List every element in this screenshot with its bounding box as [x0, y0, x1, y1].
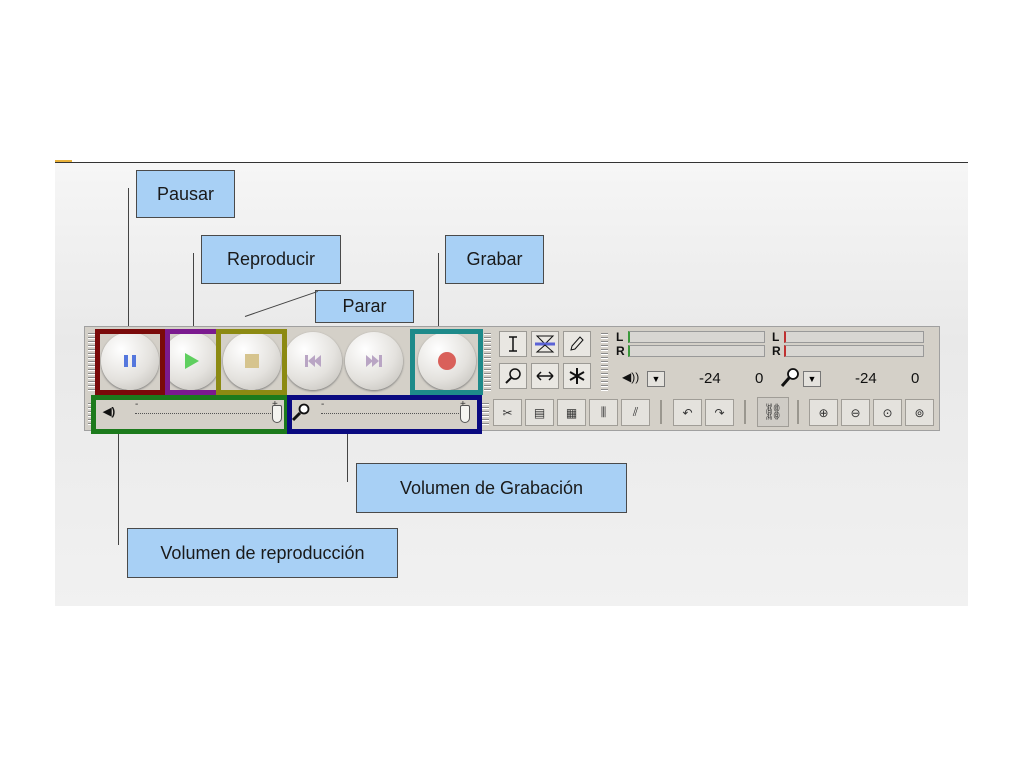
pause-button[interactable] — [101, 332, 159, 390]
play-icon — [185, 353, 199, 369]
mixer-grip[interactable] — [88, 401, 95, 427]
playback-volume-speaker-icon: ◀) — [103, 406, 116, 418]
sync-lock-button[interactable]: ⛓ — [757, 397, 789, 427]
playback-volume-track[interactable] — [135, 413, 275, 416]
trim-button[interactable]: ⫼ — [589, 399, 618, 426]
record-meter-min: -24 — [855, 370, 877, 387]
skip-to-start-button[interactable] — [284, 332, 342, 390]
scissors-icon: ✂ — [502, 405, 513, 420]
trim-icon: ⫼ — [600, 405, 607, 419]
record-meter-right-label: R — [772, 344, 781, 358]
envelope-tool-icon — [535, 335, 555, 353]
time-shift-tool-icon — [536, 371, 554, 381]
skip-to-start-icon — [305, 355, 321, 367]
label-grabar: Grabar — [445, 235, 544, 284]
playback-meter-max: 0 — [755, 370, 764, 387]
meter-grip[interactable] — [601, 331, 608, 393]
record-volume-track[interactable] — [321, 413, 463, 416]
selection-tool-icon — [509, 336, 517, 352]
label-volumen-reproduccion: Volumen de reproducción — [127, 528, 398, 578]
undo-button[interactable]: ↶ — [673, 399, 702, 426]
stop-icon — [245, 354, 259, 368]
playback-meter-right[interactable] — [628, 345, 765, 357]
record-meter-right[interactable] — [784, 345, 924, 357]
play-button[interactable] — [162, 332, 220, 390]
zoom-in-icon: ⊕ — [818, 405, 829, 420]
leader-grabar — [438, 253, 439, 327]
silence-button[interactable]: ⫽ — [621, 399, 650, 426]
multi-tool-button[interactable] — [563, 363, 591, 389]
slide-accent-bar — [55, 160, 72, 163]
time-shift-tool-button[interactable] — [531, 363, 559, 389]
record-icon — [438, 352, 456, 370]
playback-meter-left-label: L — [616, 330, 624, 344]
playback-meter-right-label: R — [616, 344, 625, 358]
edit-grip[interactable] — [482, 401, 489, 427]
chevron-down-icon: ▼ — [807, 374, 817, 384]
draw-tool-button[interactable] — [563, 331, 591, 357]
playback-meter-dropdown[interactable]: ▼ — [647, 371, 665, 387]
label-pausar: Pausar — [136, 170, 235, 218]
playback-volume-slider-thumb[interactable] — [272, 405, 282, 423]
multi-tool-icon — [569, 368, 585, 384]
cut-button[interactable]: ✂ — [493, 399, 522, 426]
fit-selection-button[interactable]: ⊙ — [873, 399, 902, 426]
leader-reproducir — [193, 253, 194, 334]
edit-separator-3 — [797, 400, 799, 424]
fit-project-button[interactable]: ⊚ — [905, 399, 934, 426]
leader-volumen-grabacion — [347, 434, 348, 482]
paste-icon: ▦ — [565, 405, 578, 420]
edit-separator-2 — [744, 400, 746, 424]
record-volume-plus: + — [460, 399, 466, 410]
skip-to-end-icon — [366, 355, 382, 367]
skip-to-end-button[interactable] — [345, 332, 403, 390]
zoom-tool-button[interactable] — [499, 363, 527, 389]
record-meter-microphone-icon — [780, 368, 799, 387]
envelope-tool-button[interactable] — [531, 331, 559, 357]
audacity-toolbar: L R L R ◀)) ▼ -24 0 ▼ -24 0 ◀) - + - + ✂… — [84, 326, 940, 431]
silence-icon: ⫽ — [632, 405, 639, 419]
label-reproducir: Reproducir — [201, 235, 341, 284]
label-volumen-grabacion: Volumen de Grabación — [356, 463, 627, 513]
record-button[interactable] — [418, 332, 476, 390]
record-meter-left-label: L — [772, 330, 780, 344]
playback-meter-min: -24 — [699, 370, 721, 387]
record-volume-minus: - — [321, 399, 325, 410]
transport-grip[interactable] — [88, 331, 95, 393]
stop-button[interactable] — [223, 332, 281, 390]
fit-selection-icon: ⊙ — [882, 405, 893, 420]
record-volume-slider-thumb[interactable] — [460, 405, 470, 423]
draw-tool-icon — [570, 336, 584, 351]
copy-icon: ▤ — [533, 405, 546, 420]
undo-icon: ↶ — [682, 405, 693, 420]
paste-button[interactable]: ▦ — [557, 399, 586, 426]
fit-project-icon: ⊚ — [914, 405, 925, 420]
leader-pausar — [128, 188, 129, 334]
tools-grip[interactable] — [484, 331, 491, 393]
redo-icon: ↷ — [714, 405, 725, 420]
copy-button[interactable]: ▤ — [525, 399, 554, 426]
label-parar: Parar — [315, 290, 414, 323]
record-volume-microphone-icon — [291, 403, 310, 422]
playback-meter-left[interactable] — [628, 331, 765, 343]
zoom-out-icon: ⊖ — [850, 405, 861, 420]
edit-separator-1 — [660, 400, 662, 424]
link-icon: ⛓ — [762, 404, 784, 421]
zoom-out-button[interactable]: ⊖ — [841, 399, 870, 426]
redo-button[interactable]: ↷ — [705, 399, 734, 426]
record-meter-left[interactable] — [784, 331, 924, 343]
record-meter-dropdown[interactable]: ▼ — [803, 371, 821, 387]
playback-volume-minus: - — [135, 399, 139, 410]
pause-icon — [124, 355, 136, 367]
playback-volume-plus: + — [272, 399, 278, 410]
zoom-tool-icon — [505, 368, 521, 384]
leader-volumen-reproduccion — [118, 432, 119, 545]
chevron-down-icon: ▼ — [651, 374, 661, 384]
playback-meter-speaker-icon: ◀)) — [622, 370, 640, 384]
selection-tool-button[interactable] — [499, 331, 527, 357]
record-meter-max: 0 — [911, 370, 920, 387]
zoom-in-button[interactable]: ⊕ — [809, 399, 838, 426]
